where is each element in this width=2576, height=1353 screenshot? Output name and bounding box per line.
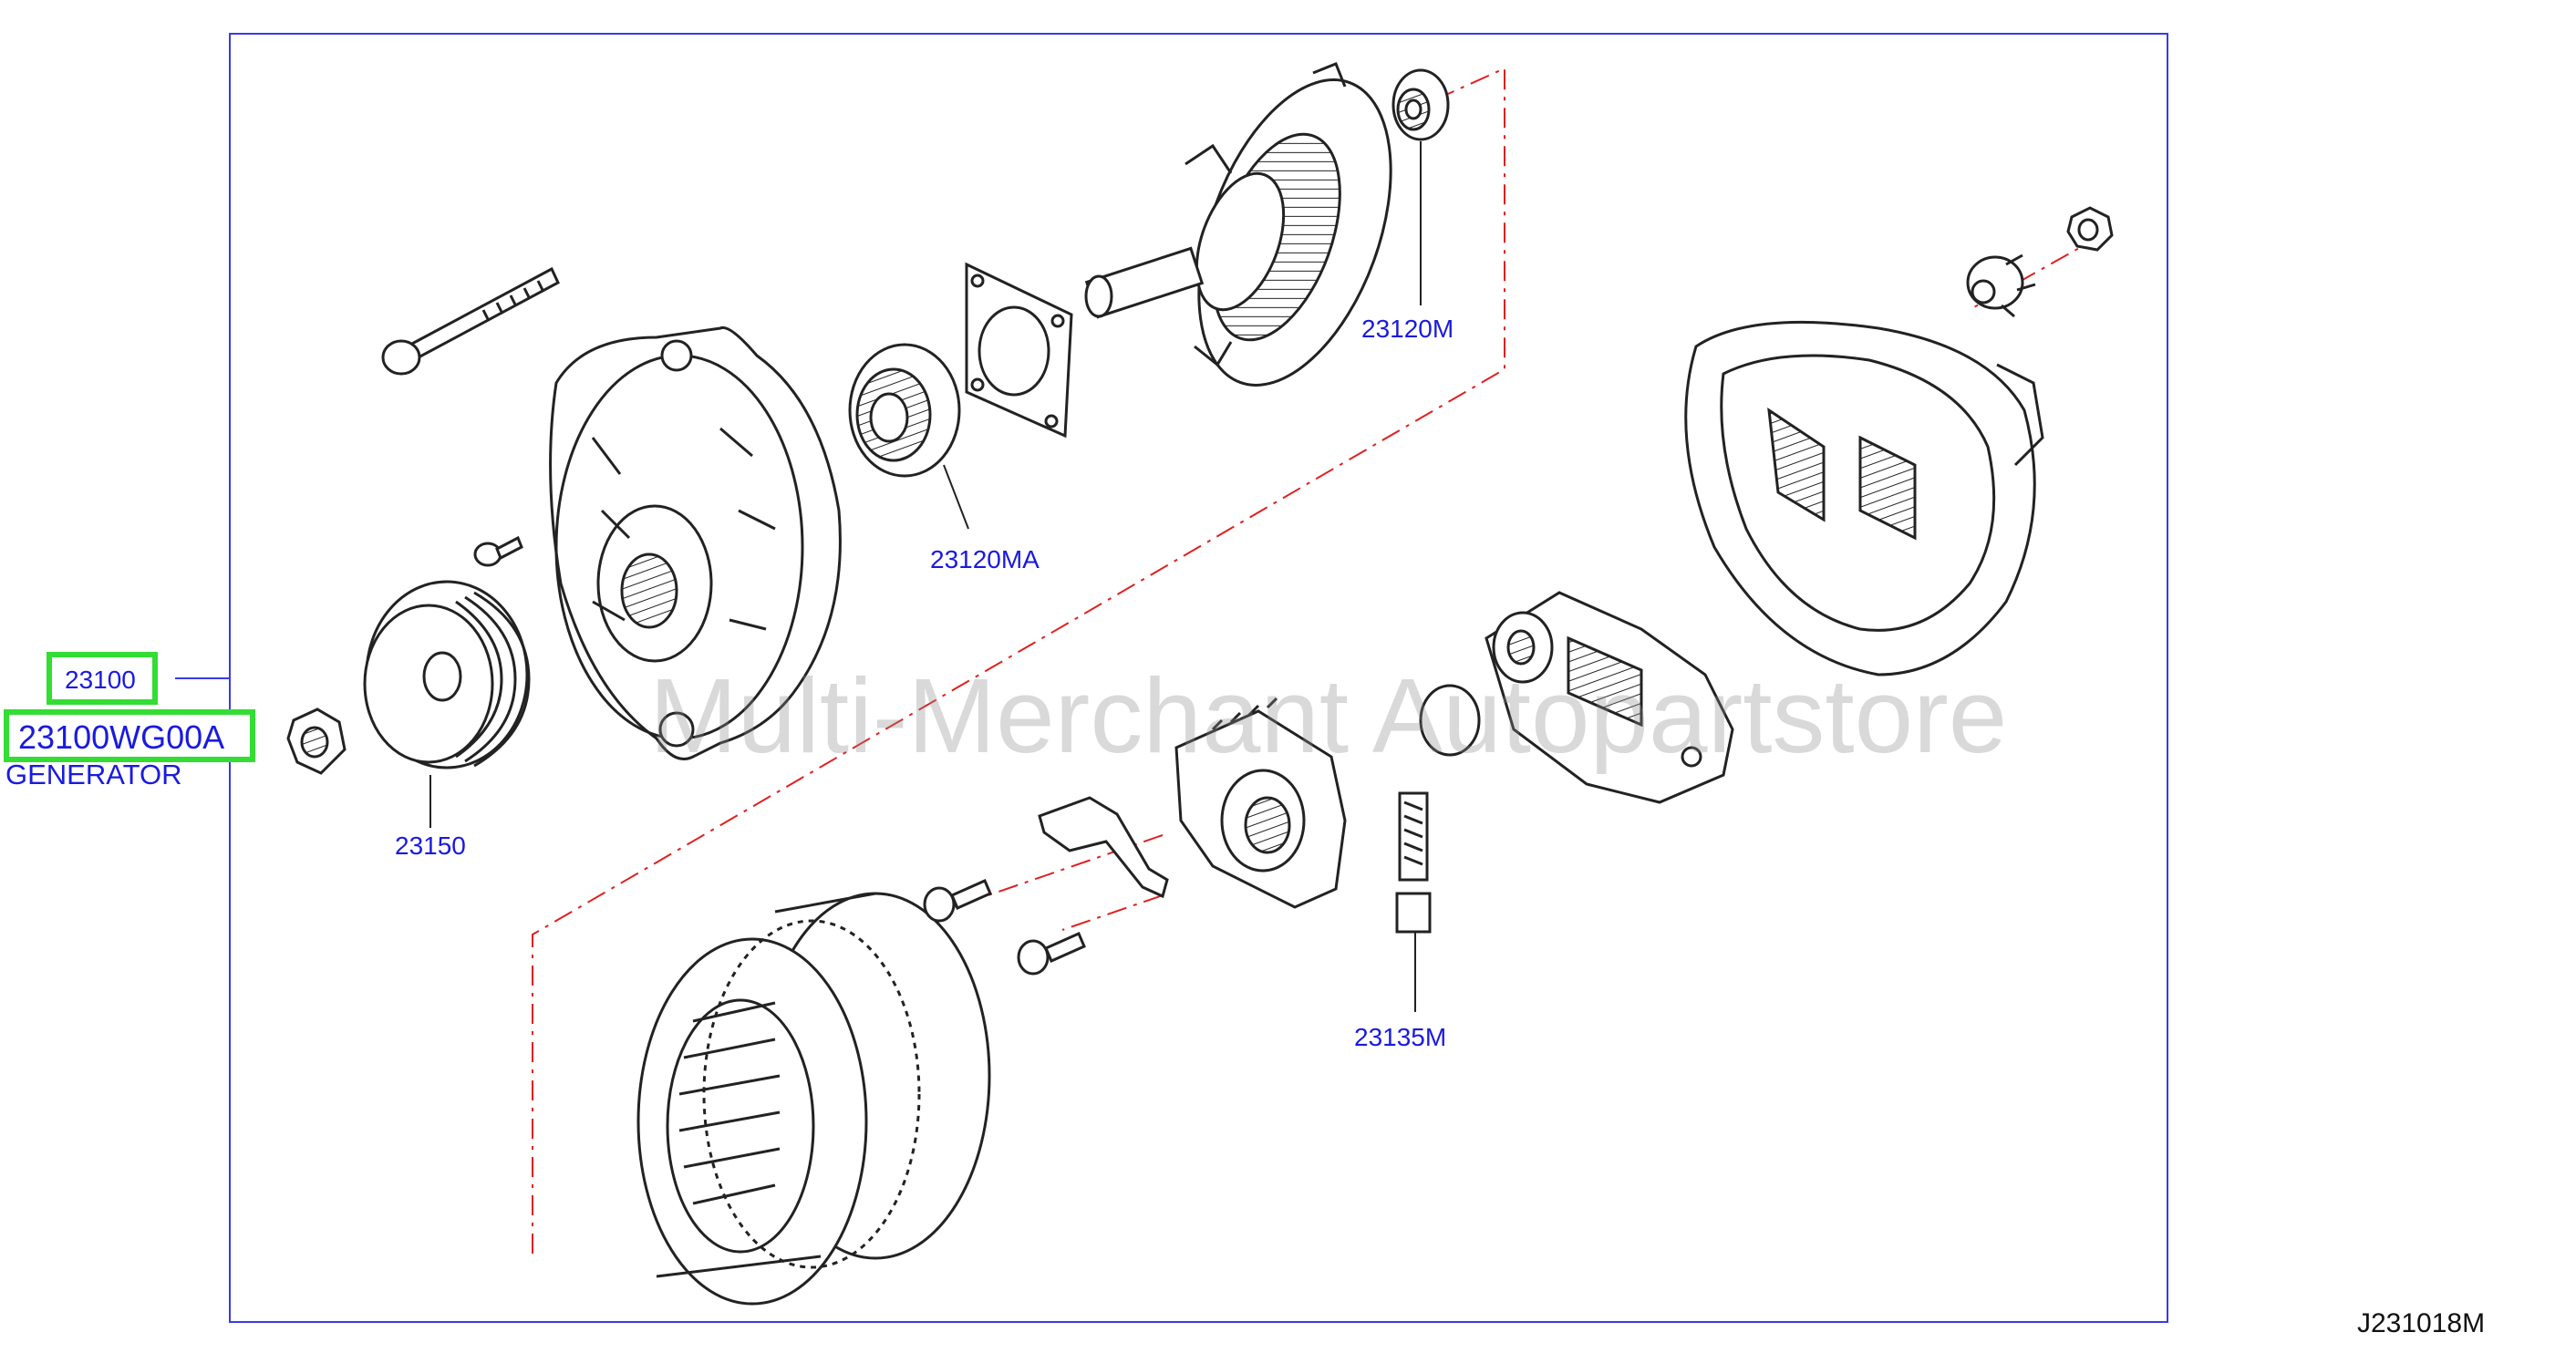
stator [636, 892, 991, 1306]
housing-screw [473, 535, 523, 567]
callout-23150[interactable]: 23150 [395, 831, 466, 860]
regulator-screw-upper [923, 879, 992, 923]
assembly-name: GENERATOR [5, 759, 182, 790]
terminal-clip [1038, 796, 1169, 899]
full-part-number: 23100WG00A [18, 718, 225, 756]
callout-23120MA[interactable]: 23120MA [930, 545, 1040, 573]
rectifier [1485, 591, 1734, 804]
regulator-screw-lower [1017, 932, 1086, 976]
rear-housing [1684, 320, 2044, 676]
rotor-assembly [1084, 62, 1392, 387]
voltage-regulator [1174, 697, 1347, 909]
callout-23135M[interactable]: 23135M [1354, 1023, 1447, 1051]
assembly-part-number-badge[interactable]: 23100 [47, 652, 158, 705]
through-bolt [381, 266, 560, 376]
front-bearing [848, 343, 961, 478]
leader-23120MA [943, 464, 969, 530]
pulley [363, 580, 531, 769]
front-housing [549, 325, 842, 760]
bearing-retainer-plate [965, 262, 1073, 439]
rear-bearing [1391, 68, 1450, 141]
terminal-nut [2066, 206, 2114, 252]
terminal-insulator [1966, 253, 2036, 318]
brush [1395, 791, 1432, 934]
assembly-part-number: 23100 [65, 666, 136, 694]
full-part-number-badge[interactable]: 23100WG00A [4, 709, 255, 762]
callout-23120M[interactable]: 23120M [1361, 315, 1454, 343]
retaining-ring [1419, 684, 1481, 757]
diagram-code: J231018M [2357, 1308, 2486, 1338]
pulley-nut [286, 707, 347, 775]
